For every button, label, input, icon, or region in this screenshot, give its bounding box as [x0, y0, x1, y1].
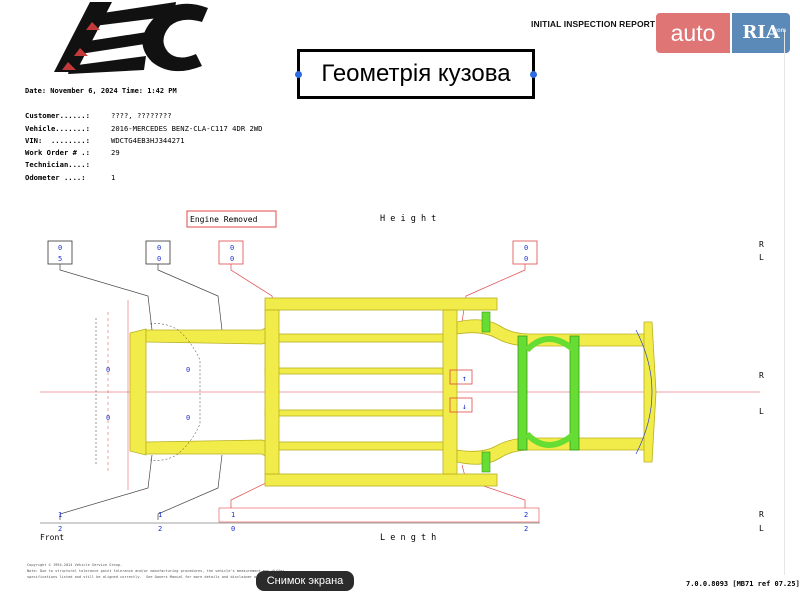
height-label: H e i g h t: [380, 214, 436, 224]
info-label: Customer......:: [25, 111, 90, 120]
info-value: 2016-MERCEDES BENZ-CLA-C117 4DR 2WD: [111, 124, 263, 133]
info-row-vin: VIN: ........: WDCTG4EB3HJ344271: [25, 136, 325, 147]
engine-label: Engine Removed: [190, 215, 258, 224]
disclaimer-line-1: Note: Due to structural tolerance point …: [27, 569, 285, 573]
side-label-r: R: [759, 510, 764, 519]
disclaimer-line-2: specifications listed and still be align…: [27, 575, 281, 579]
height-value: 0: [58, 244, 62, 252]
height-value: 0: [230, 255, 234, 263]
info-label: Odometer ....:: [25, 173, 86, 182]
height-value: 0: [524, 255, 528, 263]
report-title: INITIAL INSPECTION REPORT: [531, 19, 656, 29]
height-value: 0: [157, 255, 161, 263]
info-label: VIN: ........:: [25, 136, 90, 145]
point-value: 0: [106, 366, 110, 374]
length-value: 1: [231, 511, 235, 519]
info-row-customer: Customer......: ????, ????????: [25, 111, 325, 122]
side-label-l: L: [759, 407, 764, 416]
side-label-r: R: [759, 240, 764, 249]
date-line: Date: November 6, 2024 Time: 1:42 PM: [25, 87, 177, 95]
side-label-l: L: [759, 253, 764, 262]
side-label-l: L: [759, 524, 764, 533]
info-row-vehicle: Vehicle.......: 2016-MERCEDES BENZ-CLA-C…: [25, 124, 325, 135]
length-label: L e n g t h: [380, 533, 436, 543]
screenshot-tooltip: Снимок экрана: [256, 571, 354, 591]
info-value: 29: [111, 148, 120, 157]
page-edge-divider: [784, 30, 785, 575]
info-label: Vehicle.......:: [25, 124, 90, 133]
length-value: 0: [231, 525, 235, 533]
geometry-title-box[interactable]: Геометрія кузова: [295, 49, 537, 99]
watermark-ria: RIA .com: [732, 13, 790, 53]
info-label: Work Order # .:: [25, 148, 90, 157]
length-value: 2: [524, 511, 528, 519]
height-value: 0: [524, 244, 528, 252]
watermark-ria-text: RIA: [742, 22, 780, 43]
geometry-title: Геометрія кузова: [321, 60, 511, 87]
info-value: ????, ????????: [111, 111, 172, 120]
info-value: 1: [111, 173, 116, 182]
height-value: 0: [157, 244, 161, 252]
length-value: 1: [58, 511, 62, 519]
svg-text:↓: ↓: [462, 402, 467, 411]
length-value: 2: [158, 525, 162, 533]
info-row-odometer: Odometer ....: 1: [25, 173, 325, 184]
watermark-com: .com: [771, 28, 786, 34]
point-value: 0: [186, 366, 190, 374]
point-value: 0: [186, 414, 190, 422]
version-label: 7.0.0.8093 [MB71 ref 07.25]: [686, 580, 800, 588]
resize-handle-left[interactable]: [295, 71, 302, 78]
front-label: Front: [40, 533, 64, 542]
ec-logo: [54, 2, 208, 74]
info-row-work-order: Work Order # .: 29: [25, 148, 325, 159]
info-label: Technician....:: [25, 160, 90, 169]
height-value: 0: [230, 244, 234, 252]
watermark-auto: auto: [656, 13, 730, 53]
frame-diagram: Engine Removed H e i g h t L e n g t h F…: [40, 210, 764, 543]
resize-handle-right[interactable]: [530, 71, 537, 78]
info-row-technician: Technician....:: [25, 160, 325, 171]
side-label-r: R: [759, 371, 764, 380]
length-value: 2: [524, 525, 528, 533]
length-value: 1: [158, 511, 162, 519]
svg-text:↑: ↑: [462, 374, 467, 383]
autoria-watermark: auto RIA .com: [656, 13, 790, 53]
length-value: 2: [58, 525, 62, 533]
height-value: 5: [58, 255, 62, 263]
point-value: 0: [106, 414, 110, 422]
engine-label-box: [186, 210, 277, 228]
info-value: WDCTG4EB3HJ344271: [111, 136, 185, 145]
copyright-note: Copyright © 1994-2014 Vehicle Service Gr…: [27, 563, 123, 567]
